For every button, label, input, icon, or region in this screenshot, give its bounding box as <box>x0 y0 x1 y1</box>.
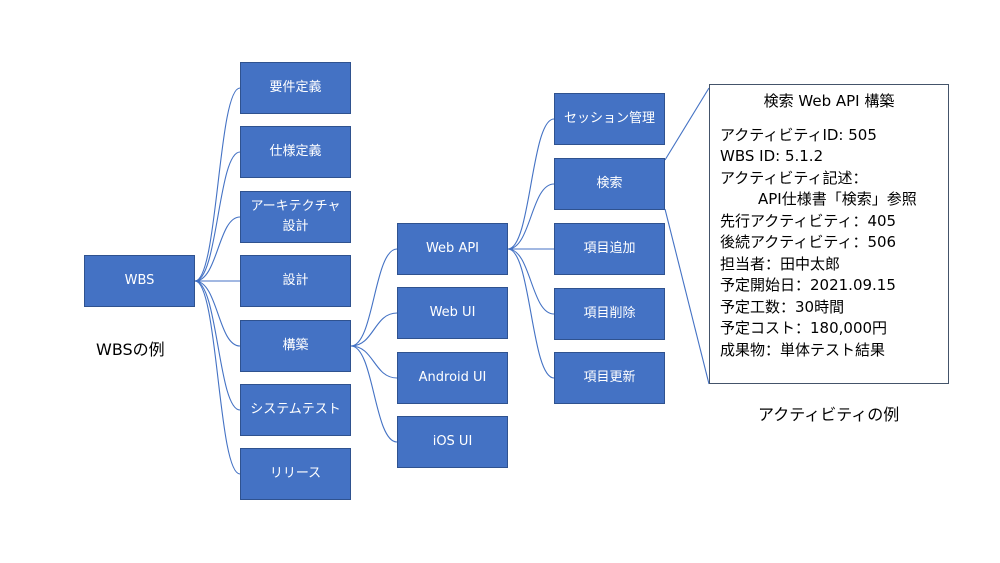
node-android-ui: Android UI <box>397 352 508 404</box>
connector <box>507 248 555 315</box>
activity-line: 後続アクティビティ：506 <box>720 233 897 251</box>
activity-title: 検索 Web API 構築 <box>763 92 895 110</box>
node-ios-ui: iOS UI <box>397 416 508 468</box>
connector <box>194 151 241 282</box>
connector <box>664 208 710 385</box>
connector <box>194 87 241 282</box>
node-design: 設計 <box>240 255 351 307</box>
node-architecture-design: アーキテクチャ 設計 <box>240 191 351 243</box>
activity-line: 予定工数：30時間 <box>720 297 845 316</box>
connector <box>194 280 241 411</box>
node-system-test: システムテスト <box>240 384 351 436</box>
activity-detail-box: 検索 Web API 構築 アクティビティID: 505 WBS ID: 5.1… <box>709 84 949 384</box>
activity-line: 予定コスト：180,000円 <box>720 319 888 337</box>
activity-line: API仕様書「検索」参照 <box>758 190 917 208</box>
connector <box>350 312 398 347</box>
connector <box>350 248 398 347</box>
activity-line: 先行アクティビティ：405 <box>720 211 897 230</box>
connector <box>507 183 555 250</box>
connector <box>664 87 710 161</box>
node-release: リリース <box>240 448 351 500</box>
connector <box>507 248 555 379</box>
connector <box>350 345 398 379</box>
connector <box>194 216 241 282</box>
activity-line: WBS ID: 5.1.2 <box>720 147 824 165</box>
node-construction: 構築 <box>240 320 351 372</box>
node-search: 検索 <box>554 158 665 210</box>
connector <box>194 280 241 347</box>
activity-line: 予定開始日：2021.09.15 <box>720 276 896 294</box>
activity-line: 成果物：単体テスト結果 <box>720 340 886 359</box>
node-delete-item: 項目削除 <box>554 288 665 340</box>
node-architecture-design-line1: アーキテクチャ <box>250 198 341 214</box>
node-web-api: Web API <box>397 223 508 275</box>
activity-line: 担当者：田中太郎 <box>720 254 841 273</box>
node-architecture-design-line2: 設計 <box>282 219 309 234</box>
node-web-ui: Web UI <box>397 287 508 339</box>
activity-line: アクティビティ記述： <box>720 168 868 187</box>
node-requirements: 要件定義 <box>240 62 351 114</box>
node-session-management: セッション管理 <box>554 93 665 145</box>
node-add-item: 項目追加 <box>554 223 665 275</box>
caption-wbs-example: WBSの例 <box>96 340 165 359</box>
node-specification: 仕様定義 <box>240 126 351 178</box>
node-update-item: 項目更新 <box>554 352 665 404</box>
connector <box>194 280 241 475</box>
node-wbs: WBS <box>84 255 195 307</box>
connector <box>350 345 398 443</box>
caption-activity-example: アクティビティの例 <box>758 405 900 424</box>
activity-line: アクティビティID: 505 <box>720 125 877 144</box>
connector <box>507 118 555 250</box>
